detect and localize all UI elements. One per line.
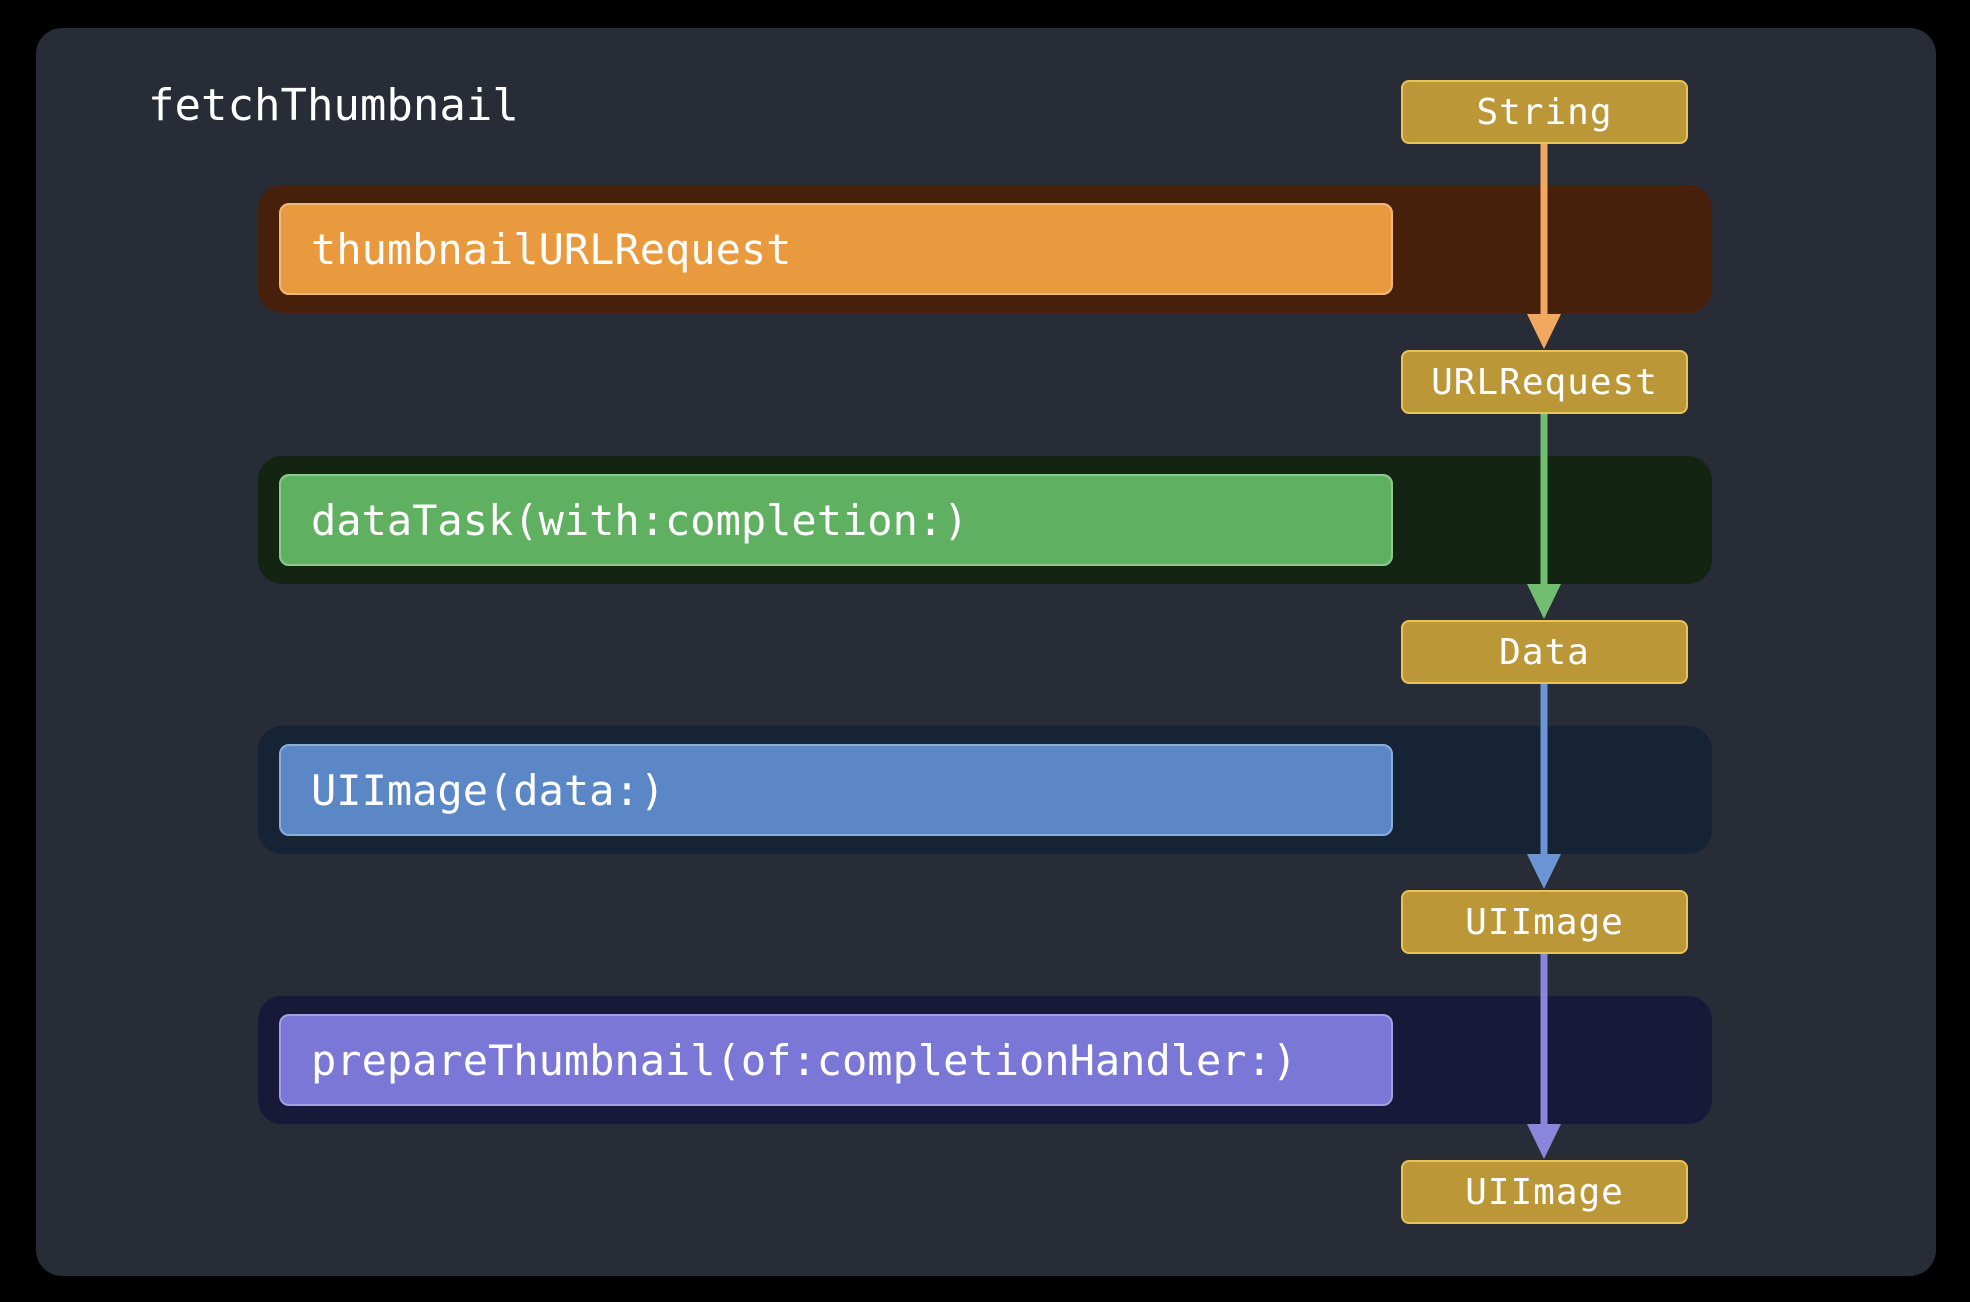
function-box-thumbnail-url-request: thumbnailURLRequest: [279, 203, 1393, 295]
flow-arrow-1: [1527, 144, 1561, 349]
diagram-title: fetchThumbnail: [148, 80, 519, 131]
function-box-uiimage-init: UIImage(data:): [279, 744, 1393, 836]
flow-arrow-4: [1527, 954, 1561, 1159]
flow-arrow-2: [1527, 414, 1561, 619]
function-box-prepare-thumbnail: prepareThumbnail(of:completionHandler:): [279, 1014, 1393, 1106]
type-box-step-4-output: UIImage: [1401, 1160, 1688, 1224]
type-box-input: String: [1401, 80, 1688, 144]
type-box-step-2-output: Data: [1401, 620, 1688, 684]
function-box-data-task: dataTask(with:completion:): [279, 474, 1393, 566]
flow-arrow-3: [1527, 684, 1561, 889]
type-box-step-3-output: UIImage: [1401, 890, 1688, 954]
type-box-step-1-output: URLRequest: [1401, 350, 1688, 414]
